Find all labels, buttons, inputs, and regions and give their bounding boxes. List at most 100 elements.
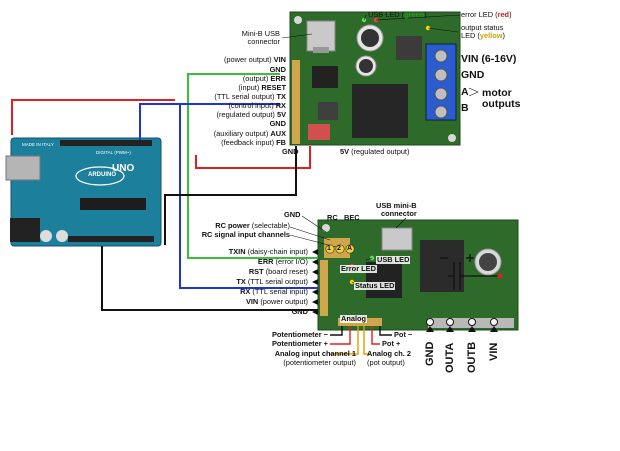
arduino-power-jack (10, 218, 40, 242)
arduino-capacitor (56, 230, 68, 242)
top-mini-b-usb-label-line1: Mini-B USB (241, 29, 280, 38)
top-bottom-gnd-label: GND (282, 147, 299, 156)
top-mini-b-usb-label-line2: connector (247, 37, 280, 46)
wire-black-gnd-top (164, 146, 297, 245)
rc-number-2: 2 (337, 245, 341, 252)
top-pin-reset-label: (input) RESET (238, 83, 286, 92)
top-a-label: A (461, 86, 469, 98)
output-gnd-label: GND (424, 341, 436, 366)
bottom-pin-tx-label: TX (TTL serial output) (236, 277, 308, 286)
top-terminal-screw (434, 49, 448, 63)
top-error-led-label: error LED (red) (461, 10, 512, 19)
top-motor-controller-board (289, 11, 461, 146)
output-arrows (426, 326, 498, 332)
bottom-pin-rx-label: RX (TTL serial input) (240, 287, 308, 296)
pot-plus-left-label: Potentiometer + (271, 339, 328, 348)
output-pad-circles (426, 318, 498, 326)
top-motor-outputs-label-line2: outputs (482, 98, 521, 110)
top-pin-gnd-label: GND (269, 65, 286, 74)
top-mcu (312, 66, 338, 88)
wire-red-vin (11, 99, 175, 135)
arduino-digital-header (60, 140, 152, 146)
top-board-mount-hole (448, 134, 456, 142)
top-pin-5v-label: (regulated output) 5V (216, 110, 286, 119)
output-outa-label: OUTA (444, 342, 456, 373)
analog-ch2-label: Analog ch. 2 (367, 349, 411, 358)
wire-red-5v (195, 146, 311, 169)
bottom-status-led-label: Status LED (354, 281, 396, 290)
rc-number-1: 1 (327, 245, 331, 252)
arduino-logo (75, 166, 125, 186)
top-output-status-label-line2: LED (yellow) (461, 31, 505, 40)
connection-wires (11, 73, 318, 311)
top-gnd-label: GND (461, 69, 485, 81)
pin-arrows (312, 249, 318, 315)
bottom-usb-mini-b-label-line1: USB mini-B (376, 201, 417, 210)
top-pin-fb-label: (feedback input) FB (221, 138, 286, 147)
top-pin-err-label: (output) ERR (242, 74, 286, 83)
arduino-uno-board (5, 137, 162, 247)
bottom-rc-signal-label: RC signal input channels (201, 230, 290, 239)
bottom-usb-connector (381, 227, 413, 251)
top-b-label: B (461, 102, 469, 114)
capacitor-polarity (440, 254, 500, 290)
bottom-pin-gnd-label: GND (291, 307, 308, 316)
output-outb-label: OUTB (466, 341, 478, 373)
analog-leads (330, 326, 392, 355)
arduino-made-in-label: MADE IN ITALY (22, 142, 54, 147)
arduino-brand-label: ARDUINO (88, 172, 116, 178)
top-vin-range-label: VIN (6-16V) (461, 53, 517, 65)
pot-minus-right-label: Pot − (394, 330, 413, 339)
top-regulator (318, 102, 338, 120)
bottom-pin-err-label: ERR (error I/O) (257, 257, 308, 266)
pot-plus-right-label: Pot + (382, 339, 401, 348)
top-terminal-screw (434, 68, 448, 82)
top-driver-ic (352, 84, 408, 138)
rc-number-a: A (347, 245, 353, 252)
top-usb-port (313, 47, 329, 53)
analog-ch2-desc-label: (pot output) (367, 358, 405, 367)
bottom-bec-header-label: BEC (344, 213, 360, 222)
wire-blue-bottom-rx (179, 104, 318, 289)
arduino-digital-label: DIGITAL (PWM~) (96, 150, 131, 155)
bottom-usb-mini-b-label-line2: connector (381, 209, 417, 218)
bottom-board-mount-hole (322, 224, 330, 232)
top-pin-vin-label: (power output) VIN (223, 55, 286, 64)
arduino-mcu-chip (80, 198, 146, 210)
rc-number-badges (325, 244, 355, 254)
wire-black-gnd-bottom (101, 246, 318, 311)
bottom-usb-led-label: USB LED (376, 255, 411, 264)
bottom-rc-power-label: RC power (selectable) (215, 221, 290, 230)
top-terminal-screw (434, 87, 448, 101)
top-pin-rx-label: (control input) RX (228, 101, 286, 110)
capacitor-connection-dot (497, 273, 503, 279)
pot-minus-left-label: Potentiometer − (271, 330, 328, 339)
top-bottom-5v-label: 5V (regulated output) (340, 147, 410, 156)
top-feedback-header (308, 124, 330, 140)
top-capacitor-1-top (361, 29, 379, 47)
bottom-rc-header-label: RC (327, 213, 338, 222)
wire-green-err (187, 73, 318, 259)
analog-ch1-desc-label: (potentiometer output) (283, 358, 356, 367)
top-terminal-screw (434, 105, 448, 119)
bottom-pin-rst-label: RST (board reset) (248, 267, 308, 276)
arduino-model-label: UNO (112, 163, 135, 174)
bottom-error-led-label: Error LED (340, 264, 377, 273)
top-usb-led-label: USB LED (green) (368, 10, 427, 19)
arduino-capacitor (40, 230, 52, 242)
bottom-gnd-top-label: GND (284, 210, 301, 219)
top-pin-gnd2-label: GND (269, 119, 286, 128)
top-pin-aux-label: (auxiliary output) AUX (213, 129, 286, 138)
analog-ch1-label: Analog input channel 1 (274, 349, 356, 358)
arduino-analog-header (68, 236, 154, 242)
top-usb-connector (306, 20, 336, 52)
top-pin-header (292, 60, 300, 144)
bottom-pin-txin-label: TXIN (daisy-chain input) (228, 247, 308, 256)
top-pin-tx-label: (TTL serial output) TX (214, 92, 286, 101)
top-chip-small (396, 36, 422, 60)
bottom-analog-label: Analog (340, 314, 368, 323)
top-output-status-label-line1: output status (461, 23, 504, 32)
bottom-driver-area (420, 240, 464, 292)
